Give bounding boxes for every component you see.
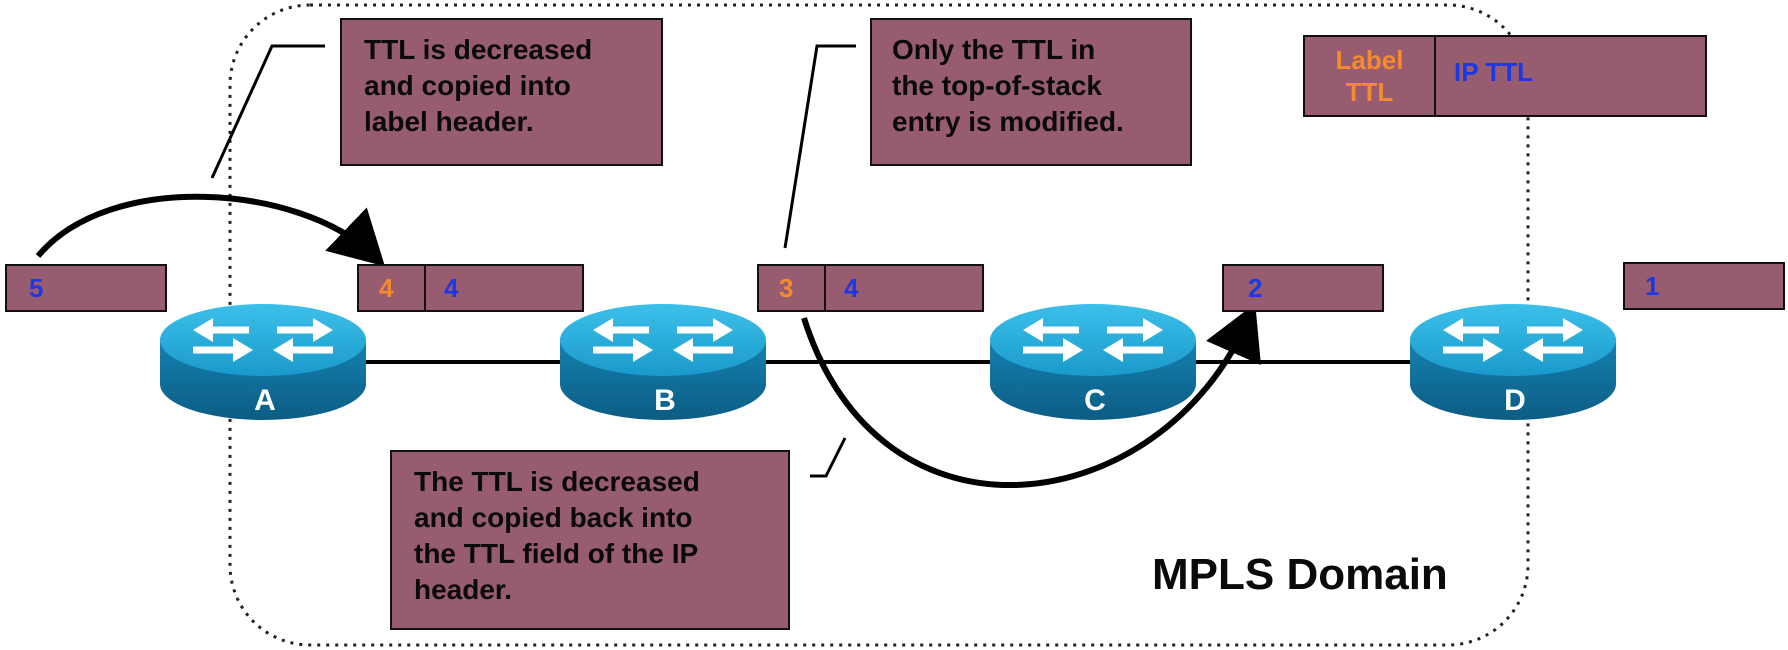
egress-note-line: the TTL field of the IP <box>414 538 699 569</box>
transit-note-line: the top-of-stack <box>892 70 1102 101</box>
router-b-label: B <box>654 384 676 417</box>
label-ttl-value: 3 <box>779 272 794 303</box>
egress-note: The TTL is decreased and copied back int… <box>390 450 790 630</box>
packet-header-before-a: 5 <box>5 264 167 312</box>
mpls-domain-label: MPLS Domain <box>1152 550 1448 599</box>
ingress-note-line: and copied into <box>364 70 571 101</box>
egress-note-line: and copied back into <box>414 502 693 533</box>
transit-note-line: Only the TTL in <box>892 34 1096 65</box>
ip-ttl-value: 4 <box>424 266 582 310</box>
egress-arrow <box>801 303 1261 488</box>
packet-header-c-d: 2 <box>1222 264 1384 312</box>
ttl-legend: Label TTL IP TTL <box>1303 35 1707 117</box>
legend-ip-ttl: IP TTL <box>1434 37 1705 115</box>
ingress-note-line: TTL is decreased <box>364 34 593 65</box>
ingress-note-line: label header. <box>364 106 534 137</box>
egress-note-connector <box>810 437 847 478</box>
transit-note: Only the TTL in the top-of-stack entry i… <box>870 18 1192 166</box>
packet-header-a-b: 4 4 <box>357 264 584 312</box>
ingress-note-connector <box>210 44 325 179</box>
packet-header-b-c: 3 4 <box>757 264 984 312</box>
ip-ttl-value: 5 <box>29 272 44 303</box>
egress-note-line: header. <box>414 574 513 605</box>
label-ttl-value: 4 <box>379 272 394 303</box>
router-d-label: D <box>1504 384 1526 417</box>
legend-label-ttl-line2: TTL <box>1345 77 1394 107</box>
packet-header-after-d: 1 <box>1623 262 1785 310</box>
router-a-label: A <box>254 384 276 417</box>
transit-note-line: entry is modified. <box>892 106 1124 137</box>
ingress-note: TTL is decreased and copied into label h… <box>340 18 663 166</box>
ingress-arrow <box>35 193 386 267</box>
ip-ttl-value: 2 <box>1248 272 1263 303</box>
transit-note-connector <box>783 44 856 249</box>
ip-ttl-value: 4 <box>824 266 982 310</box>
legend-label-ttl-line1: Label <box>1335 45 1404 75</box>
router-c-label: C <box>1084 384 1106 417</box>
egress-note-line: The TTL is decreased <box>414 466 700 497</box>
legend-label-ttl: Label TTL <box>1305 37 1434 115</box>
ip-ttl-value: 1 <box>1645 270 1660 301</box>
